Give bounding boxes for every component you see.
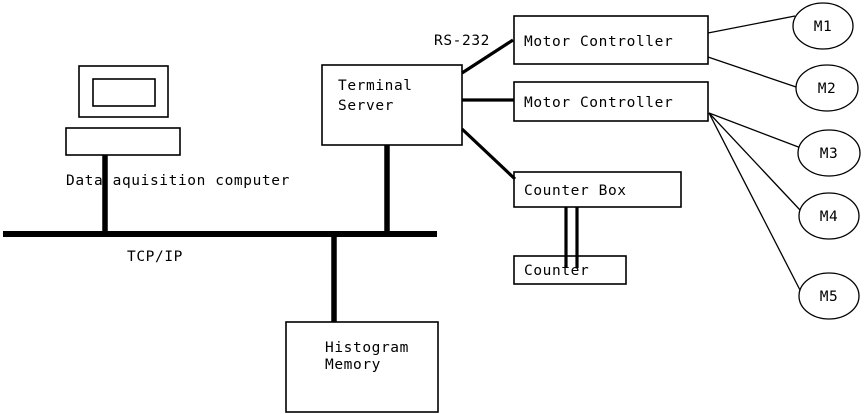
motor-m2-label: M2 xyxy=(818,81,836,97)
link-terminal-server-to-counter-box xyxy=(460,127,517,181)
counter-box xyxy=(513,255,627,285)
link-motor-controller-2-to-m3 xyxy=(708,112,802,149)
link-motor-controller-1-to-m2 xyxy=(707,56,800,89)
motor-m3-ellipse xyxy=(797,129,861,177)
terminal-server-label-line1: Terminal xyxy=(338,78,413,94)
motor-m1-ellipse xyxy=(792,2,854,50)
counter-box-label: Counter Box xyxy=(524,183,627,199)
histogram-memory-box xyxy=(285,321,439,413)
link-terminal-server-to-motor-controller-1 xyxy=(461,38,514,75)
motor-controller-1-box xyxy=(513,15,709,65)
link-motor-controller-2-to-m4 xyxy=(708,112,801,211)
motor-m4-label: M4 xyxy=(820,209,838,225)
motor-m2-ellipse xyxy=(795,64,859,112)
tcpip-bus-label: TCP/IP xyxy=(127,249,183,265)
motor-m3-label: M3 xyxy=(820,146,838,162)
motor-controller-2-label: Motor Controller xyxy=(524,95,673,111)
rs232-label: RS-232 xyxy=(434,33,490,49)
data-acquisition-computer-label: Data aquisition computer xyxy=(66,173,290,189)
link-motor-controller-1-to-m1 xyxy=(707,15,796,34)
histogram-memory-label-line1: Histogram xyxy=(325,340,409,356)
counter-box-box xyxy=(513,171,682,208)
motor-m4-ellipse xyxy=(798,192,860,240)
motor-m5-label: M5 xyxy=(820,289,838,305)
monitor-screen-box xyxy=(92,78,156,107)
terminal-server-box xyxy=(321,64,463,146)
motor-m5-ellipse xyxy=(798,272,860,320)
counter-label: Counter xyxy=(524,263,589,279)
motor-m1-label: M1 xyxy=(814,19,832,35)
keyboard-box xyxy=(65,127,181,156)
terminal-server-label-line2: Server xyxy=(338,98,394,114)
motor-controller-1-label: Motor Controller xyxy=(524,34,673,50)
histogram-memory-label-line2: Memory xyxy=(325,357,381,373)
link-motor-controller-2-to-m5 xyxy=(708,112,802,293)
